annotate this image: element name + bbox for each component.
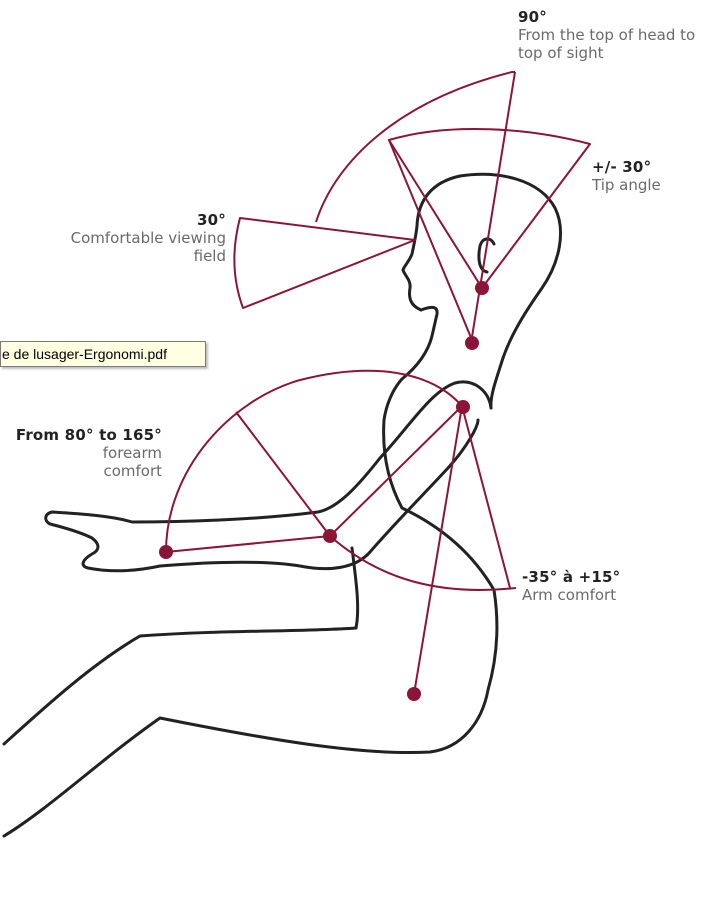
body-silhouette <box>4 174 561 836</box>
forearm-comfort-label: From 80° to 165° forearm comfort <box>8 426 162 480</box>
arm-comfort-line-a <box>462 406 510 588</box>
head-angle-desc-2: top of sight <box>518 44 695 62</box>
arm-comfort-line-b <box>414 406 462 694</box>
arm-comfort-label: -35° à +15° Arm comfort <box>522 568 620 604</box>
joint-markers <box>159 281 489 701</box>
torso-front <box>352 548 358 628</box>
arm-comfort-desc: Arm comfort <box>522 586 620 604</box>
viewing-field-value: 30° <box>48 211 226 229</box>
viewing-wedge <box>234 218 415 308</box>
upper-arm-line <box>330 406 462 536</box>
viewing-field-desc-1: Comfortable viewing <box>48 229 226 247</box>
forearm-arc <box>166 371 462 552</box>
viewing-field-desc-2: field <box>48 247 226 265</box>
tip-angle-value: +/- 30° <box>592 158 661 176</box>
forearm-comfort-desc-2: comfort <box>8 462 162 480</box>
file-tooltip: e de lusager-Ergonomi.pdf <box>0 341 206 367</box>
arm-comfort-value: -35° à +15° <box>522 568 620 586</box>
joint-elbow <box>323 529 337 543</box>
joint-hip <box>407 687 421 701</box>
joint-wrist <box>159 545 173 559</box>
tip-angle-desc: Tip angle <box>592 176 661 194</box>
viewing-field-label: 30° Comfortable viewing field <box>48 211 226 265</box>
forearm-comfort-value: From 80° to 165° <box>8 426 162 444</box>
joint-eye <box>475 281 489 295</box>
forearm-line <box>166 536 330 552</box>
head-line-a <box>471 72 515 343</box>
thigh-outline <box>4 628 356 744</box>
head-angle-label: 90° From the top of head to top of sight <box>518 8 695 62</box>
back-outline <box>491 358 503 408</box>
forearm-comfort-desc-1: forearm <box>8 444 162 462</box>
head-arc <box>316 72 515 222</box>
tip-angle-label: +/- 30° Tip angle <box>592 158 661 194</box>
head-angle-desc-1: From the top of head to <box>518 26 695 44</box>
joint-neck <box>465 336 479 350</box>
head-outline <box>4 307 497 836</box>
head-angle-value: 90° <box>518 8 695 26</box>
joint-shoulder <box>456 400 470 414</box>
tip-line <box>389 140 472 340</box>
